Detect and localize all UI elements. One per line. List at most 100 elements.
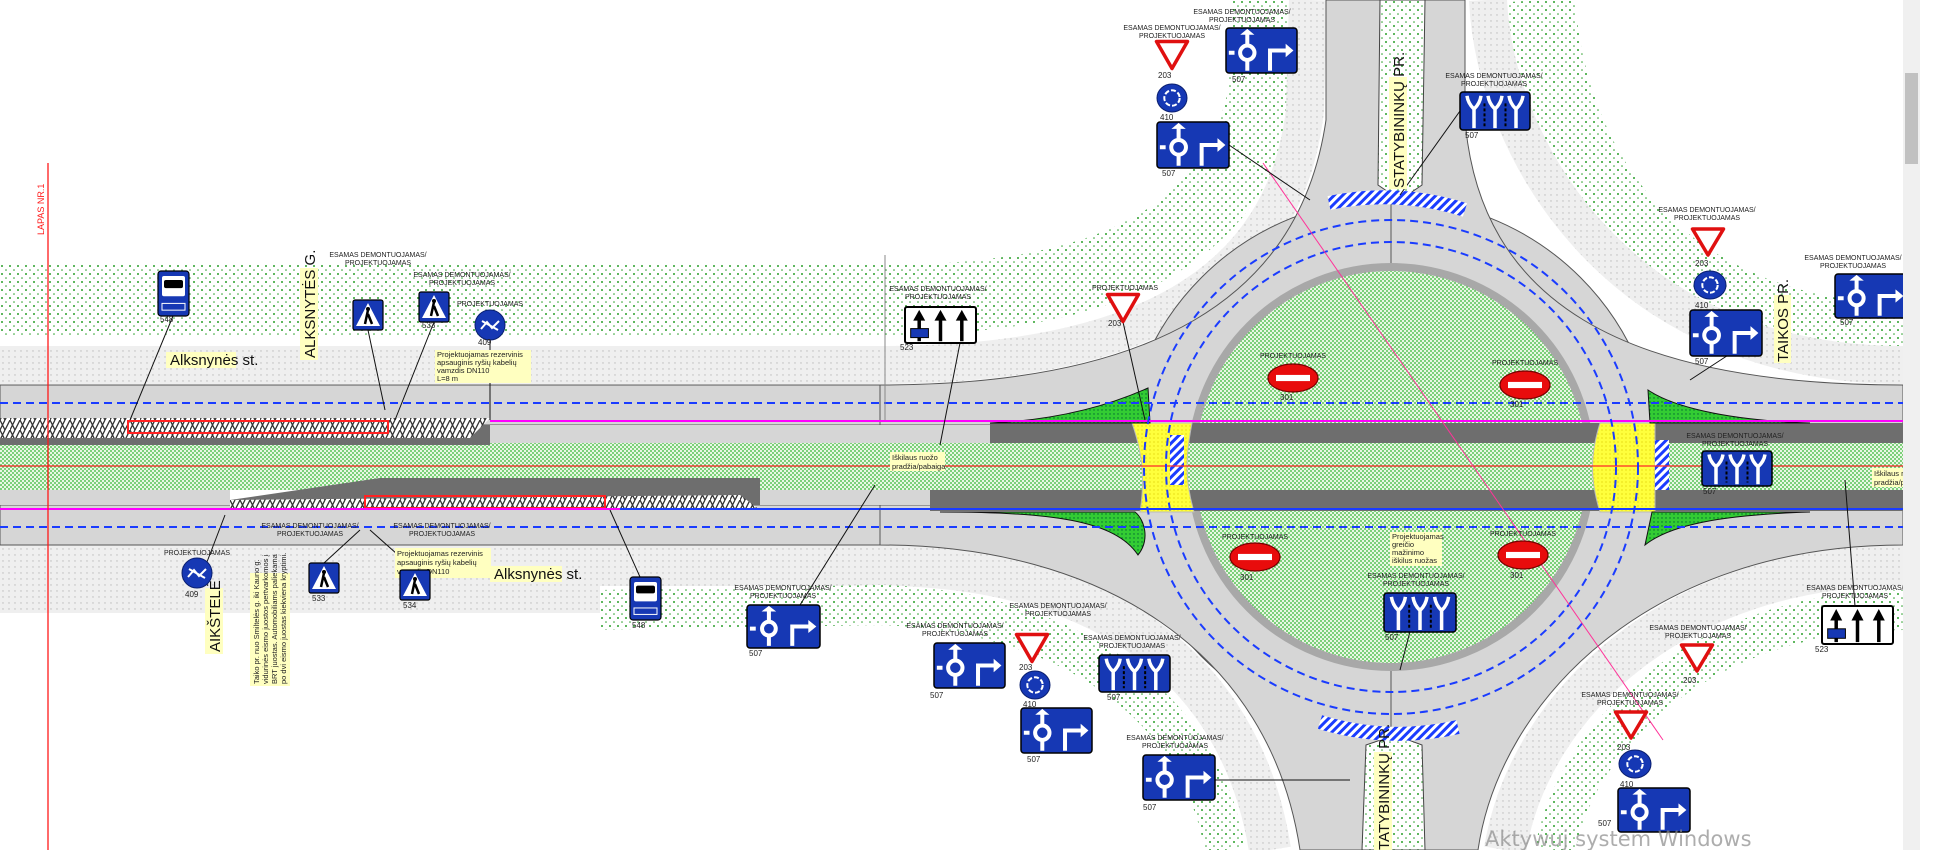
sign-status-label: PROJEKTUOJAMAS [1461, 81, 1527, 88]
lane-direction-sign-icon [1821, 605, 1894, 645]
yield-sign-icon [1105, 292, 1141, 324]
sign-status-label: PROJEKTUOJAMAS [1142, 743, 1208, 750]
sign-status-label: ESAMAS DEMONTUOJAMAS/ [329, 252, 426, 259]
sign-code: 523 [1815, 645, 1829, 654]
street-alksnynes-north: Alksnynės st. [170, 352, 258, 369]
no-entry-sign-icon [1267, 363, 1319, 393]
street-names: Alksnynės st. Alksnynės st. ALKSNYTĖS G.… [166, 52, 1792, 850]
pedestrian-crossing-sign-icon [399, 569, 431, 601]
sign-status-label: ESAMAS DEMONTUOJAMAS/ [1367, 573, 1464, 580]
sign-code: 203 [1158, 71, 1172, 80]
sheet-label: LAPAS NR.1 [36, 184, 46, 235]
sign-status-label: PROJEKTUOJAMAS [1383, 581, 1449, 588]
sign-status-label: ESAMAS DEMONTUOJAMAS/ [1649, 625, 1746, 632]
roundabout-direction-sign-icon [1834, 273, 1903, 319]
sign-code: 507 [1703, 487, 1717, 496]
roundabout-direction-sign-icon [1142, 754, 1216, 801]
sign-code: 203 [1617, 743, 1631, 752]
note-speed-hump-3: mažinimo [1392, 548, 1424, 557]
sign-status-label: PROJEKTUOJAMAS [345, 260, 411, 267]
sign-status-label: PROJEKTUOJAMAS [1490, 531, 1556, 538]
note-hump-west-1: Iškilaus ruožo [892, 453, 938, 462]
street-alksnynes-south: Alksnynės st. [494, 566, 582, 583]
sign-status-label: ESAMAS DEMONTUOJAMAS/ [1193, 9, 1290, 16]
sign-status-label: ESAMAS DEMONTUOJAMAS/ [889, 286, 986, 293]
street-aikstele: AIKŠTELĖ [206, 580, 224, 652]
sign-status-label: ESAMAS DEMONTUOJAMAS/ [1806, 585, 1903, 592]
sign-status-label: PROJEKTUOJAMAS [409, 531, 475, 538]
sign-code: 507 [1385, 633, 1399, 642]
vertical-scrollbar[interactable] [1903, 0, 1920, 850]
pedestrian-crossing-sign-icon [352, 299, 384, 331]
no-entry-sign-icon [1499, 370, 1551, 400]
east-raised-crossing [1592, 422, 1656, 513]
sign-status-label: PROJEKTUOJAMAS [1597, 700, 1663, 707]
lane-arrows-sign-icon [1383, 592, 1457, 633]
roundabout-sign-icon [1156, 83, 1188, 113]
scrollbar-thumb[interactable] [1905, 73, 1918, 164]
windows-activation-watermark: Aktywuj system Windows [1485, 827, 1752, 850]
sign-roundabout-direction-sign: 507 [1156, 121, 1230, 178]
sign-status-label: ESAMAS DEMONTUOJAMAS/ [906, 623, 1003, 630]
note-cable-north-2: apsauginis ryšių kabelių [437, 358, 517, 367]
sign-status-label: ESAMAS DEMONTUOJAMAS/ [1686, 433, 1783, 440]
roundabout-sign-icon [1618, 749, 1652, 779]
south-median [1361, 734, 1426, 850]
sign-code: 203 [1019, 663, 1033, 672]
sign-roundabout-direction-sign: 507 [1689, 309, 1763, 366]
sign-status-label: PROJEKTUOJAMAS [1665, 633, 1731, 640]
sign-status-label: PROJEKTUOJAMAS [277, 531, 343, 538]
yield-sign-icon [1154, 39, 1190, 71]
sign-no-entry-sign: PROJEKTUOJAMAS 301 [1260, 353, 1326, 402]
sign-status-label: PROJEKTUOJAMAS [1260, 353, 1326, 360]
sign-status-label: PROJEKTUOJAMAS [1092, 285, 1158, 292]
note-brt-3: BRT juostas. Automobiliams paliekama [270, 553, 279, 684]
sign-code: 523 [900, 343, 914, 352]
sign-status-label: ESAMAS DEMONTUOJAMAS/ [1445, 73, 1542, 80]
sign-status-label: ESAMAS DEMONTUOJAMAS/ [1126, 735, 1223, 742]
sign-code: 410 [1620, 780, 1634, 789]
brt-lanes [0, 418, 1903, 511]
sign-code: 301 [1280, 393, 1294, 402]
sign-status-label: PROJEKTUOJAMAS [164, 550, 230, 557]
sign-code: 507 [1695, 357, 1709, 366]
sign-status-label: PROJEKTUOJAMAS [1209, 17, 1275, 24]
sign-status-label: ESAMAS DEMONTUOJAMAS/ [1123, 25, 1220, 32]
street-statybininku-south: STATYBININKŲ PR. [1376, 724, 1393, 850]
sign-status-label: PROJEKTUOJAMAS [1222, 534, 1288, 541]
sign-status-label: PROJEKTUOJAMAS [1820, 263, 1886, 270]
sign-code: 301 [1240, 573, 1254, 582]
sign-status-label: PROJEKTUOJAMAS [1099, 643, 1165, 650]
note-cable-north-1: Projektuojamas rezervinis [437, 350, 523, 359]
sign-status-label: ESAMAS DEMONTUOJAMAS/ [1804, 255, 1901, 262]
sign-code: 410 [1160, 113, 1174, 122]
sign-status-label: PROJEKTUOJAMAS [1702, 441, 1768, 448]
roundabout-sign-icon [1693, 270, 1727, 300]
sign-code: 203 [1683, 676, 1697, 685]
note-cable-south-2: apsauginis ryšių kabelių [397, 558, 477, 567]
note-cable-north-4: L=8 m [437, 374, 458, 383]
sign-status-label: ESAMAS DEMONTUOJAMAS/ [393, 523, 490, 530]
sign-code: 507 [1232, 75, 1246, 84]
roundabout-direction-sign-icon [1689, 309, 1763, 357]
street-taikos: TAIKOS PR. [1775, 279, 1792, 362]
sign-roundabout-direction-sign: ESAMAS DEMONTUOJAMAS/PROJEKTUOJAMAS 507 [1193, 9, 1298, 84]
sign-pedestrian-crossing-sign: ESAMAS DEMONTUOJAMAS/PROJEKTUOJAMAS [329, 252, 427, 331]
sign-code: 203 [1695, 259, 1709, 268]
note-brt-1: Taiko pr. nuo Smiltelės g. iki Kauno g. [252, 559, 261, 684]
street-alksnytes: ALKSNYTĖS G. [301, 250, 319, 358]
roundabout-direction-sign-icon [933, 642, 1006, 689]
note-cable-south-1: Projektuojamas rezervinis [397, 549, 483, 558]
street-statybininku-north: STATYBININKŲ PR. [1391, 52, 1408, 188]
sign-status-label: PROJEKTUOJAMAS [1674, 215, 1740, 222]
